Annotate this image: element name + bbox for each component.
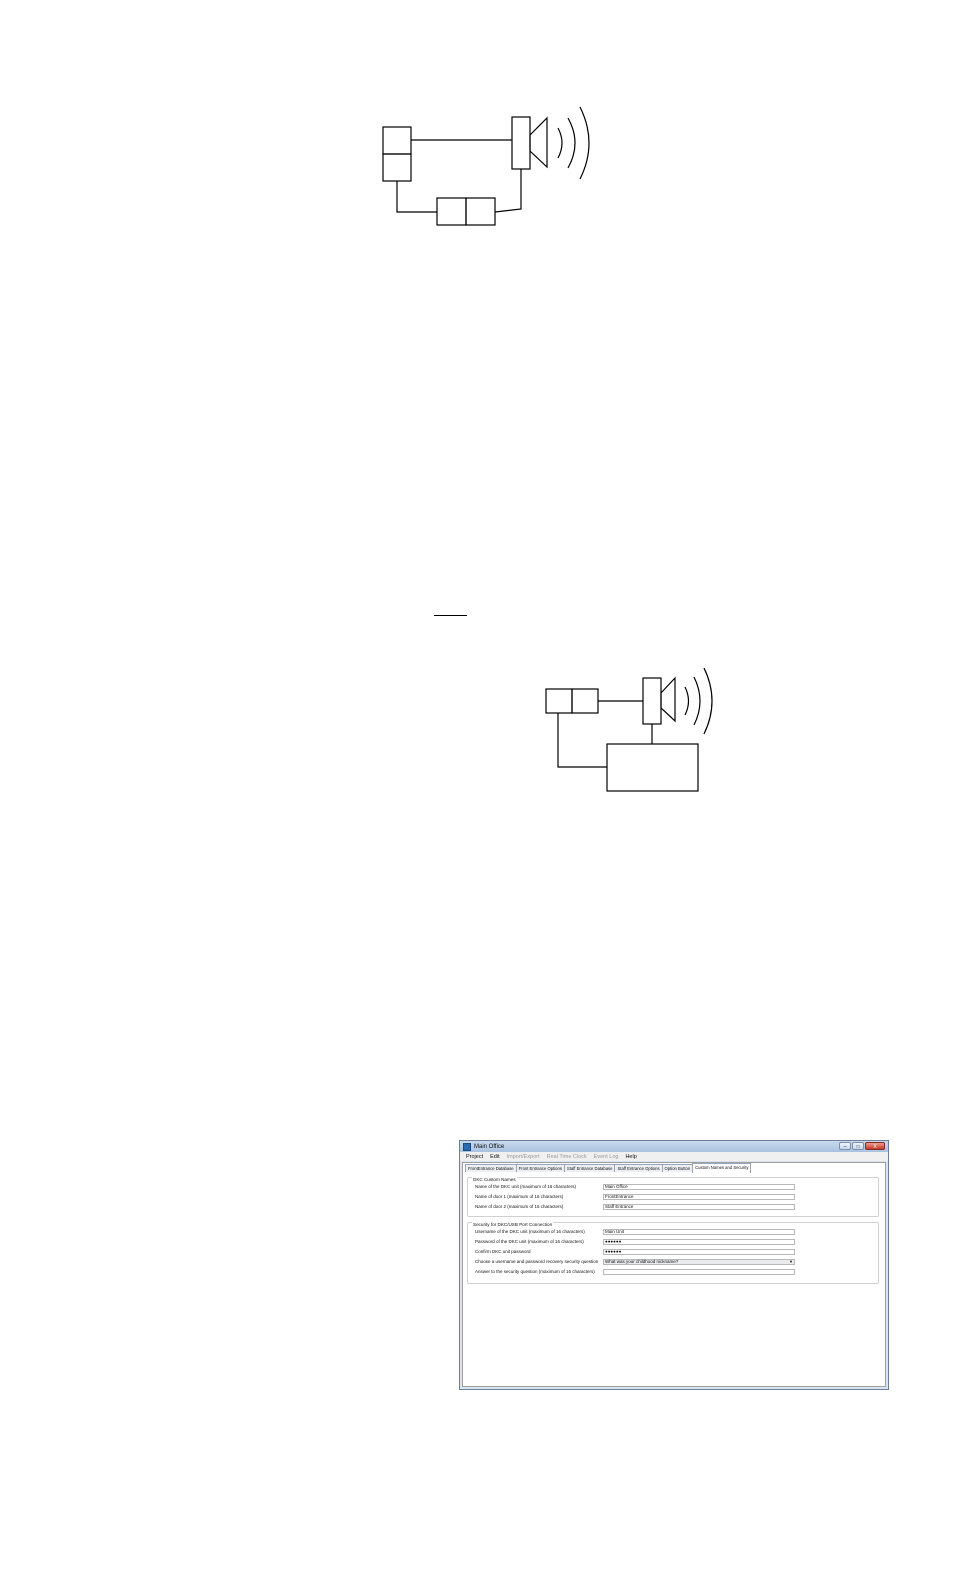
confirm-password-label: Confirm DKC unit password [475,1249,531,1254]
menu-real-time-clock[interactable]: Real Time Clock [546,1153,587,1160]
tab-front-entrance-options[interactable]: Front Entrance Options [515,1164,565,1172]
door2-name-label: Name of door 2 (maximum of 16 characters… [475,1204,564,1209]
security-question-select[interactable]: What was your childhood nickname? ▼ [603,1259,795,1265]
door2-name-row: Name of door 2 (maximum of 16 characters… [475,1203,563,1210]
security-answer-row: Answer to the security question (maximum… [475,1268,595,1275]
tab-strip: FrontEntrance Database Front Entrance Op… [465,1163,885,1173]
custom-names-title: DKC Custom Names [472,1177,517,1182]
security-title: Security for DKC/USB Port Connection [472,1222,554,1227]
dkc-name-row: Name of the DKC unit (maximum of 16 char… [475,1183,576,1190]
menu-help[interactable]: Help [625,1153,637,1160]
box-pair-left [545,688,573,714]
menu-bar: Project Edit Import/Export Real Time Clo… [460,1152,888,1161]
password-input[interactable]: ●●●●●● [603,1239,795,1245]
close-button[interactable]: X [865,1142,885,1150]
window-title: Main Office [474,1143,505,1150]
dropdown-arrow-icon: ▼ [789,1259,793,1264]
box-left-upper [382,126,412,155]
security-question-label: Choose a username and password recovery … [475,1259,599,1264]
security-answer-input[interactable] [603,1269,795,1275]
tab-option-button[interactable]: Option Button [661,1164,694,1172]
maximize-button[interactable]: □ [852,1142,864,1150]
menu-edit[interactable]: Edit [490,1153,500,1160]
wire-left-loop [557,713,607,768]
tab-staff-entrance-options[interactable]: Staff Entrance Options [614,1164,663,1172]
box-left-lower [382,153,412,182]
security-question-value: What was your childhood nickname? [605,1259,679,1264]
diagram-middle [545,667,713,792]
app-icon [463,1142,471,1151]
speaker-body-2 [642,677,662,725]
username-label: Username of the DKC unit (maximum of 16 … [475,1229,585,1234]
sound-wave-6 [703,667,713,735]
menu-event-log[interactable]: Event Log [593,1153,619,1160]
sound-wave-2 [567,117,576,169]
diagram-top [382,106,590,226]
sound-wave-5 [693,676,701,726]
tab-staff-entrance-database[interactable]: Staff Entrance Database [563,1164,616,1172]
speaker-body [511,116,531,170]
window-controls: – □ X [839,1142,885,1150]
box-bottom-left [436,197,467,226]
wire-bottom-left [396,181,437,213]
security-answer-label: Answer to the security question (maximum… [475,1269,595,1274]
tab-custom-names-security[interactable]: Custom Names and Security [692,1163,752,1173]
username-input[interactable]: Main Unit [603,1229,795,1235]
sound-wave-3 [579,106,590,180]
menu-import-export[interactable]: Import/Export [506,1153,540,1160]
dkc-name-label: Name of the DKC unit (maximum of 16 char… [475,1184,577,1189]
door1-name-row: Name of door 1 (maximum of 16 characters… [475,1193,563,1200]
sound-wave-4 [684,686,690,716]
door2-name-input[interactable]: Staff Entrance [603,1204,795,1210]
speaker-cone [529,116,548,169]
content-panel: FrontEntrance Database Front Entrance Op… [462,1162,886,1387]
dkc-name-input[interactable]: Main Office [603,1184,795,1190]
password-row: Password of the DKC unit (maximum of 16 … [475,1238,584,1245]
username-row: Username of the DKC unit (maximum of 16 … [475,1228,585,1235]
minimize-button[interactable]: – [839,1142,851,1150]
custom-names-group: DKC Custom Names Name of the DKC unit (m… [467,1177,879,1217]
underline-mark [434,615,467,616]
title-bar: Main Office – □ X [460,1141,888,1152]
door1-name-input[interactable]: FrontEntrance [603,1194,795,1200]
security-question-row: Choose a username and password recovery … [475,1258,598,1265]
tab-front-entrance-database[interactable]: FrontEntrance Database [465,1164,517,1172]
menu-project[interactable]: Project [466,1153,484,1160]
speaker-cone-2 [660,676,676,723]
security-group: Security for DKC/USB Port Connection Use… [467,1222,879,1284]
password-label: Password of the DKC unit (maximum of 16 … [475,1239,584,1244]
box-large [606,743,699,792]
door1-name-label: Name of door 1 (maximum of 16 characters… [475,1194,564,1199]
wire-bottom-right [494,169,522,213]
confirm-password-row: Confirm DKC unit password [475,1248,531,1255]
box-pair-right [571,688,599,714]
sound-wave-1 [557,127,563,159]
app-window: Main Office – □ X Project Edit Import/Ex… [459,1140,889,1390]
confirm-password-input[interactable]: ●●●●●● [603,1249,795,1255]
box-bottom-right [465,197,496,226]
